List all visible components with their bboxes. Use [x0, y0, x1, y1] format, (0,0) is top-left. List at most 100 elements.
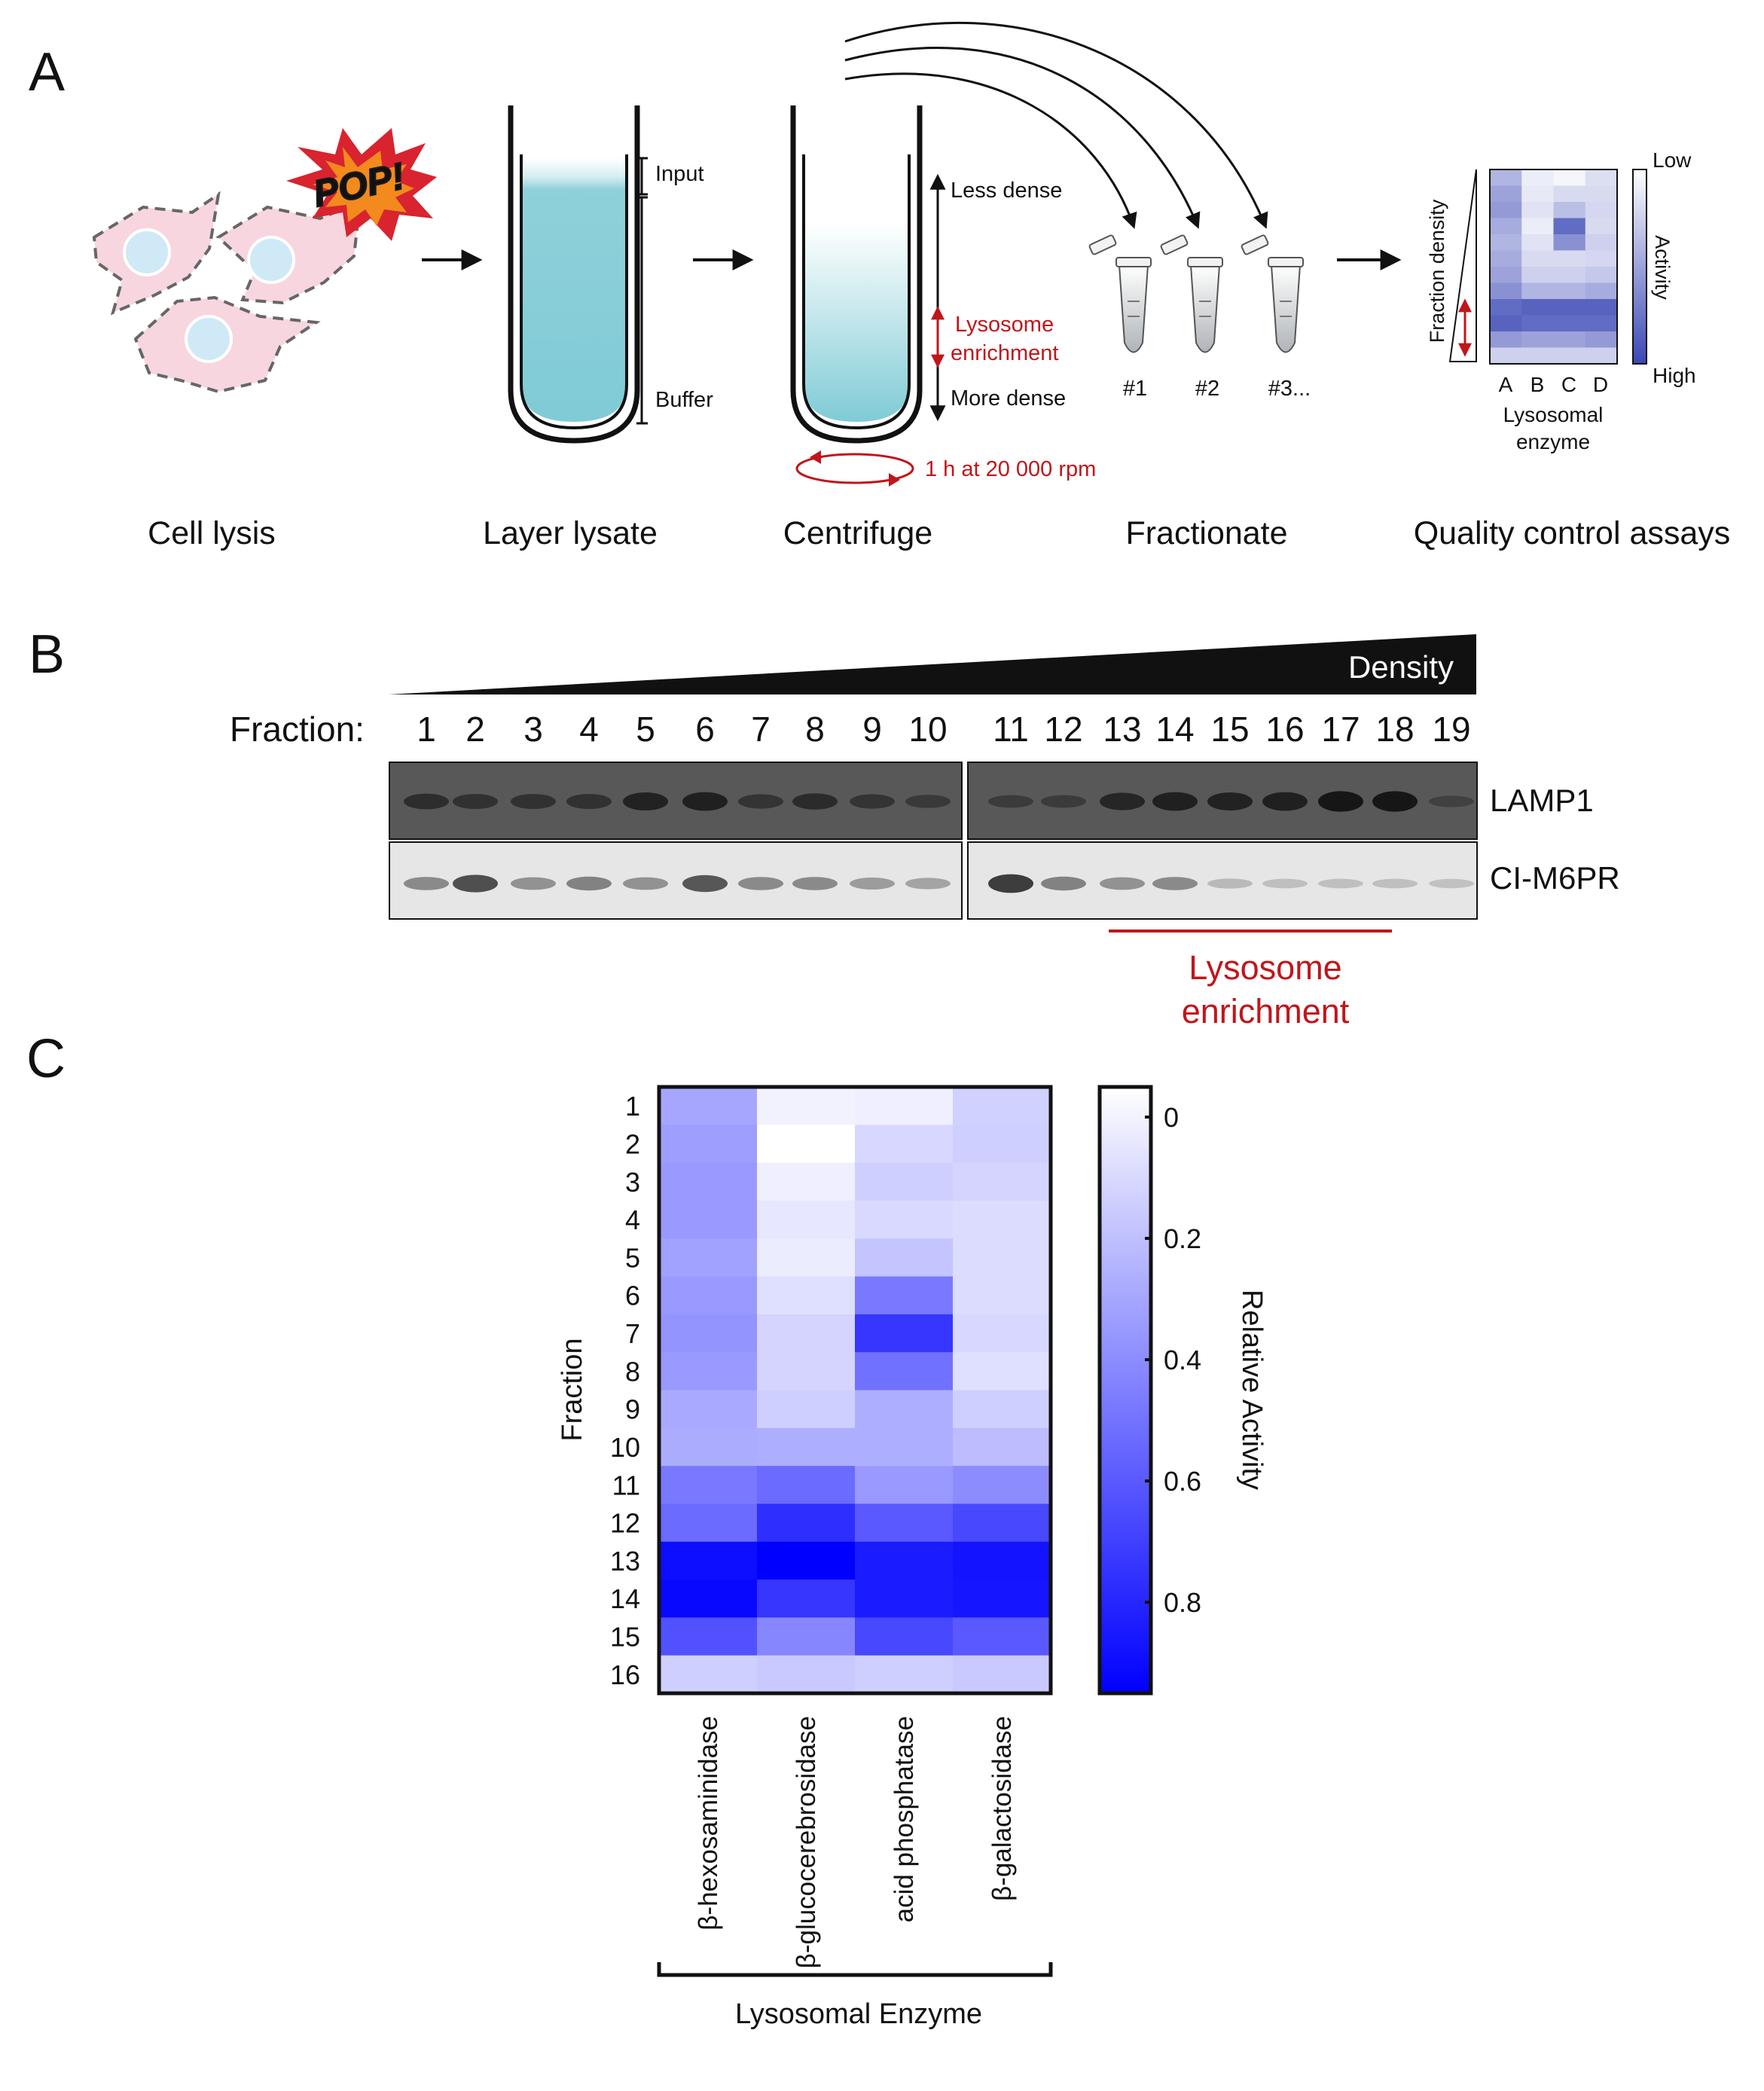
buffer-label: Buffer: [655, 388, 713, 412]
heatmap-cell: [659, 1503, 758, 1543]
spin-label: 1 h at 20 000 rpm: [925, 457, 1096, 481]
heatmap-cell: [855, 1238, 954, 1277]
heatmap-cell: [855, 1580, 954, 1618]
qc-heatmap-cell: [1490, 299, 1522, 316]
heatmap-cell: [757, 1390, 856, 1429]
step-label: Quality control assays: [1414, 515, 1731, 551]
colorbar-tick-label: 0.4: [1164, 1345, 1201, 1375]
blot-band: [511, 794, 556, 809]
heatmap-cell: [953, 1580, 1051, 1618]
blot-band: [792, 793, 838, 810]
eppendorf-tube-icon: [1088, 234, 1152, 353]
qc-heatmap-cell: [1521, 218, 1554, 235]
heatmap-cell: [855, 1125, 954, 1164]
heatmap-cell: [855, 1655, 954, 1694]
qc-heatmap-cell: [1490, 331, 1522, 348]
heatmap-row-label: 2: [625, 1128, 640, 1159]
heatmap-cell: [659, 1390, 758, 1429]
blot-band: [566, 794, 612, 809]
heatmap-cell: [953, 1352, 1051, 1390]
heatmap-cell: [659, 1655, 758, 1694]
qc-heatmap-cell: [1490, 218, 1522, 235]
heatmap-ylabel: Fraction: [557, 1338, 588, 1441]
qc-heatmap-cell: [1490, 202, 1522, 218]
qc-heatmap-cell: [1521, 331, 1554, 348]
heatmap-cell: [659, 1427, 758, 1467]
blot-fraction-number: 6: [695, 710, 715, 749]
blot-band: [1041, 795, 1086, 808]
heatmap-cell: [757, 1314, 856, 1353]
heatmap-cell: [757, 1466, 856, 1504]
heatmap-xlabel: Lysosomal Enzyme: [735, 1998, 982, 2030]
qc-heatmap: [1490, 169, 1618, 365]
blot-band: [566, 876, 612, 891]
heatmap-cell: [757, 1087, 856, 1125]
fraction-tube-label: #2: [1195, 377, 1219, 401]
qc-scale-low: Low: [1653, 148, 1692, 172]
blot-fraction-number: 18: [1375, 710, 1414, 749]
heatmap-cell: [855, 1200, 954, 1239]
qc-heatmap-cell: [1585, 185, 1618, 203]
qc-heatmap-cell: [1585, 282, 1618, 300]
heatmap-row-label: 9: [625, 1394, 640, 1425]
blot-panel: [967, 841, 1478, 920]
blot-band: [905, 878, 951, 890]
lysosome-label: Lysosome: [955, 313, 1054, 337]
less-dense-label: Less dense: [951, 179, 1062, 203]
qc-heatmap-cell: [1490, 250, 1522, 267]
heatmap-row-label: 8: [625, 1356, 640, 1387]
blot-band: [1318, 791, 1363, 812]
qc-heatmap-frame: [1489, 169, 1618, 365]
eppendorf-tube-icon: [1160, 234, 1223, 353]
heatmap-cell: [953, 1427, 1051, 1467]
tube-brackets: [636, 157, 648, 425]
heatmap-column-label: acid phosphatase: [890, 1716, 919, 1922]
qc-heatmap-cell: [1490, 347, 1522, 365]
colorbar-label: Relative Activity: [1236, 1290, 1268, 1490]
blot-fraction-number: 5: [636, 710, 655, 749]
heatmap-cell: [855, 1541, 954, 1580]
blot-fraction-number: 2: [465, 710, 485, 749]
qc-heatmap-cell: [1490, 267, 1522, 283]
blot-fraction-number: 16: [1265, 710, 1304, 749]
heatmap-cell: [757, 1238, 856, 1277]
heatmap-row-label: 1: [625, 1091, 640, 1122]
qc-heatmap-cell: [1553, 234, 1586, 251]
qc-heatmap-cell: [1585, 331, 1618, 348]
density-wedge: [389, 634, 1476, 694]
blot-band: [1041, 876, 1086, 891]
qc-heatmap-cell: [1490, 185, 1522, 203]
panel-c-label: C: [26, 1029, 66, 1089]
heatmap-cell: [855, 1087, 954, 1125]
heatmap-row-label: 6: [625, 1281, 640, 1311]
step-label: Centrifuge: [783, 515, 932, 551]
heatmap-cell: [855, 1352, 954, 1390]
blot-band: [1372, 878, 1418, 889]
qc-col-label: C: [1561, 373, 1576, 396]
enrichment-label: enrichment: [951, 341, 1058, 365]
qc-xlabel: enzyme: [1516, 430, 1590, 453]
fraction-transfer-arrows: [844, 21, 1268, 229]
qc-heatmap-cell: [1585, 250, 1618, 267]
qc-activity-scale: [1632, 169, 1647, 365]
heatmap-cell: [659, 1162, 758, 1201]
blot-band: [682, 875, 728, 893]
heatmap-cell: [953, 1087, 1051, 1125]
qc-heatmap-cell: [1521, 234, 1554, 251]
heatmap-row-label: 15: [610, 1622, 640, 1653]
enrichment-label: enrichment: [1182, 992, 1350, 1030]
qc-xlabel: Lysosomal: [1503, 403, 1604, 426]
blot-band: [1429, 878, 1474, 889]
heatmap-cell: [659, 1617, 758, 1656]
blot-band: [623, 792, 668, 810]
qc-heatmap-cell: [1490, 169, 1522, 186]
blot-fraction-number: 1: [417, 710, 436, 749]
heatmap-cell: [953, 1162, 1051, 1201]
heatmap-cell: [659, 1352, 758, 1390]
heatmap-row-label: 7: [625, 1318, 640, 1349]
heatmap-cell: [659, 1238, 758, 1277]
heatmap-cell: [659, 1466, 758, 1504]
enzyme-bracket: [657, 1962, 1053, 1977]
heatmap-cell: [757, 1276, 856, 1315]
